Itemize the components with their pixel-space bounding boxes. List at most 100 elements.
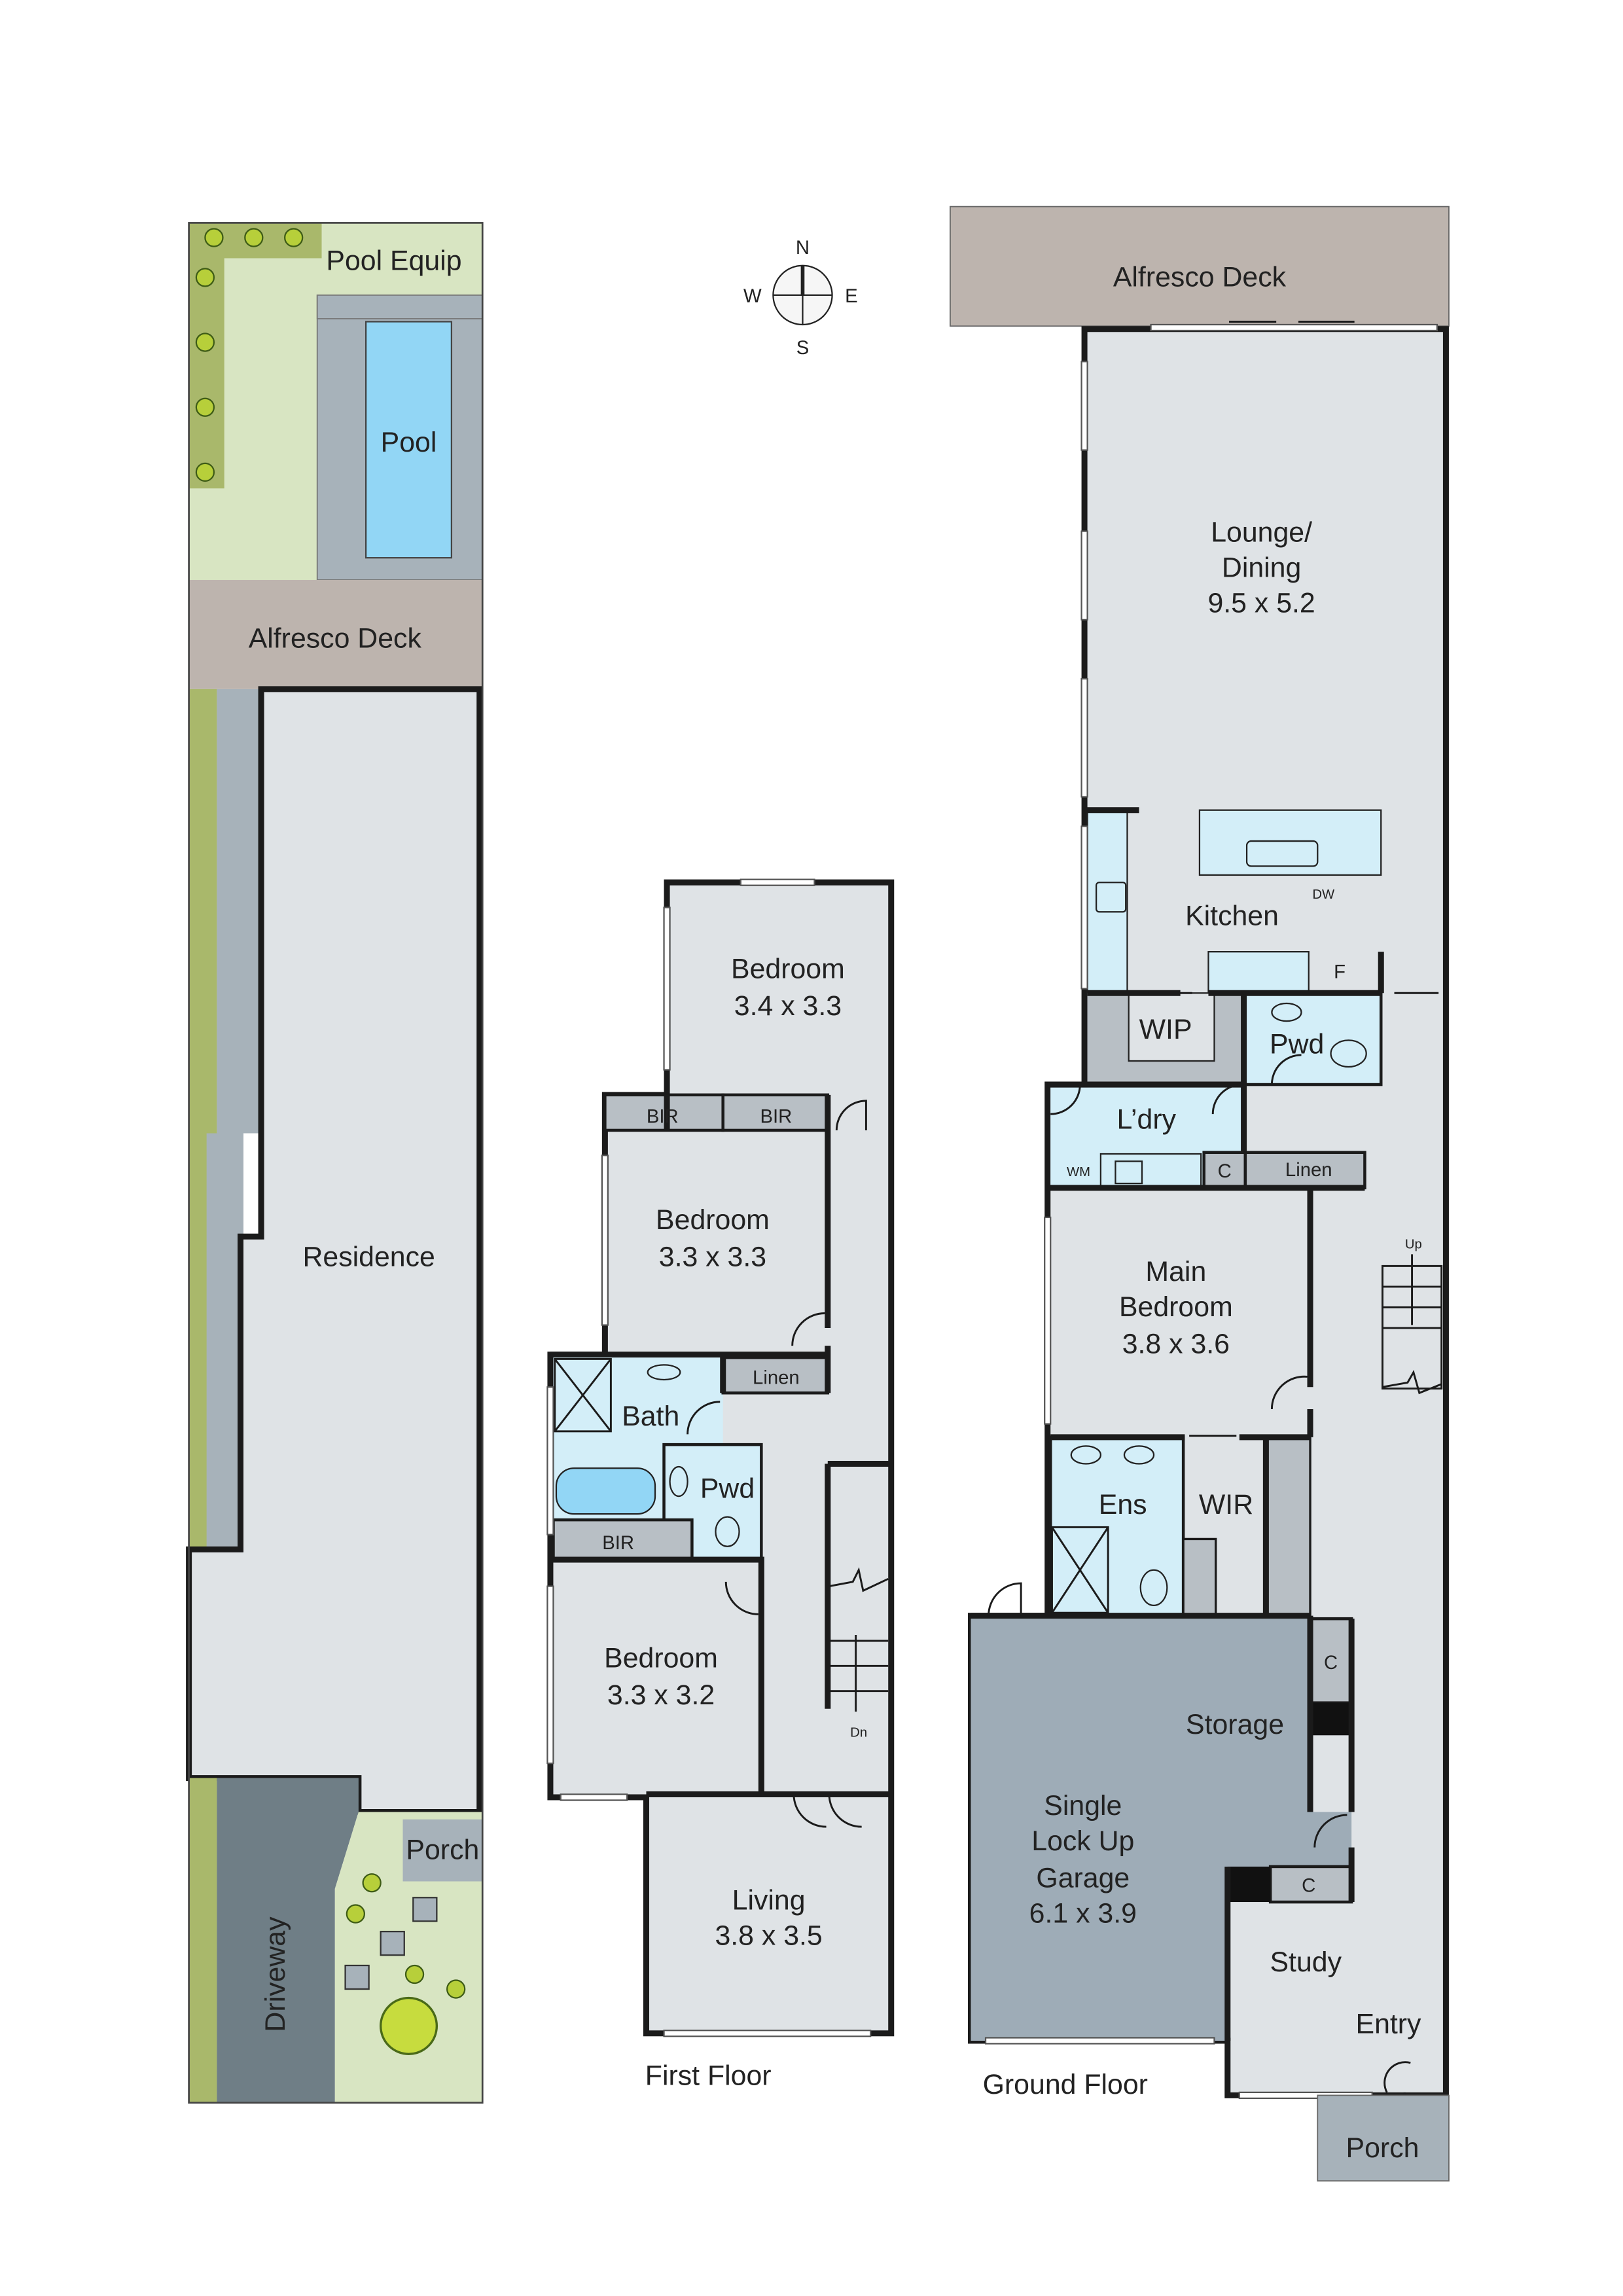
bath-label: Bath [622,1401,679,1432]
storage-label: Storage [1186,1709,1284,1740]
meter-box [1310,1702,1352,1736]
pwd-basin-icon [1271,1002,1302,1022]
cupboard2-label: C [1324,1652,1338,1674]
door-swings [687,1100,867,1828]
pool [365,321,453,559]
garage-line-2: Lock Up [1031,1825,1134,1857]
pool-equip-label: Pool Equip [326,245,461,277]
compass-east: E [845,285,858,307]
dishwasher-label: DW [1312,888,1335,902]
compass-west: W [743,285,762,307]
pool-equip-pad [316,294,484,319]
pwd-label: Pwd [1270,1029,1324,1060]
first-floor-plan: Bedroom 3.4 x 3.3 BIR BIR Bedroom 3.3 x … [546,878,895,2092]
cupboard1-label: C [1218,1160,1232,1182]
linen-label: Linen [1285,1159,1332,1181]
lounge-name-1: Lounge/ [1211,516,1312,548]
entry-label: Entry [1356,2009,1422,2040]
wir-robe-2 [1264,1436,1311,1617]
bedroom2-size: 3.3 x 3.3 [659,1241,766,1272]
kitchen-island [1198,809,1382,876]
ensuite-basin-icon-2 [1123,1445,1155,1465]
pwd-toilet-icon [1330,1039,1367,1068]
windows [984,323,1438,2100]
linen-label: Linen [753,1367,800,1389]
main-bedroom-name-1: Main [1145,1256,1206,1287]
meter-box-2 [1227,1866,1271,1903]
wip-inner [1128,992,1215,1062]
shrub-icons [195,228,466,1999]
cupboard3-label: C [1302,1874,1315,1896]
wir-label: WIR [1199,1489,1253,1520]
compass-north: N [796,237,810,259]
lounge-name-2: Dining [1222,552,1301,584]
site-plan: Pool Equip Pool Alfresco Deck Residence … [186,222,484,2104]
stairs-down-label: Dn [850,1726,867,1740]
pwd-room [1242,992,1383,1086]
laundry-label: L’dry [1117,1104,1177,1136]
stairs-icon [1382,1254,1443,1395]
residence-label: Residence [302,1241,435,1272]
alfresco-label: Alfresco Deck [1113,261,1287,293]
compass-south: S [796,337,810,359]
driveway-label: Driveway [260,1916,291,2032]
linen-cupboard [1243,1151,1366,1190]
kitchen-bench-rear [1207,951,1310,994]
basin-icon [647,1364,681,1381]
door-swings [988,321,1439,2113]
study-label: Study [1270,1946,1342,1978]
toilet-icon [715,1516,740,1547]
garage [971,1615,1352,2041]
hedge-left [188,223,224,489]
driveway [217,1778,359,2103]
stairs-up-label: Up [1405,1237,1422,1251]
main-bedroom-name-2: Bedroom [1119,1291,1233,1323]
entry-porch [1317,2094,1450,2182]
paver-icons [344,1897,438,1990]
windows [546,878,872,2037]
shower-icon [554,1357,612,1433]
bedroom1-size: 3.4 x 3.3 [734,990,842,1022]
garage-size: 6.1 x 3.9 [1029,1898,1137,1929]
pwd-basin-icon [669,1465,688,1498]
first-floor-walls [550,1094,891,1797]
alfresco-deck [950,206,1450,327]
wm-label: WM [1067,1165,1090,1179]
bedroom3-size: 3.3 x 3.2 [607,1679,715,1711]
washing-machine-bench [1099,1153,1202,1189]
sink-icon [1245,840,1319,867]
ground-floor-plan: Alfresco Deck Lounge/ Dining 9.5 x 5.2 D… [950,206,1450,2182]
bir2-label: BIR [760,1106,792,1128]
lounge-size: 9.5 x 5.2 [1207,588,1315,619]
bir1-label: BIR [647,1106,679,1128]
cooktop-icon [1095,882,1127,913]
ground-floor-title: Ground Floor [983,2069,1148,2100]
bir-3 [552,1518,694,1560]
ensuite-label: Ens [1099,1489,1147,1520]
ground-floor-walls [971,807,1384,2041]
ensuite-basin-icon [1070,1445,1102,1465]
porch-label: Porch [1346,2132,1419,2164]
bathtub-icon [555,1467,656,1515]
stairs-icon [829,1567,889,1712]
site-porch [402,1819,483,1882]
wir-robe-1 [1182,1537,1217,1617]
pool-label: Pool [381,427,437,458]
living-size: 3.8 x 3.5 [715,1920,822,1951]
bir3-label: BIR [602,1532,634,1554]
ensuite-shower-icon [1051,1526,1109,1614]
site-boundary [188,222,484,2104]
ensuite-toilet-icon [1139,1569,1168,1607]
bedroom1-name: Bedroom [731,954,845,985]
main-bedroom-size: 3.8 x 3.6 [1122,1328,1230,1359]
fridge-label: F [1334,961,1346,983]
wip-label: WIP [1139,1014,1192,1045]
kitchen-bench [1086,809,1128,994]
bedroom2-name: Bedroom [656,1204,770,1236]
site-alfresco-label: Alfresco Deck [249,623,422,655]
first-floor-title: First Floor [645,2060,772,2092]
hedge-front [188,1778,217,2103]
wm-icon [1115,1160,1143,1185]
pwd-label: Pwd [700,1473,755,1504]
